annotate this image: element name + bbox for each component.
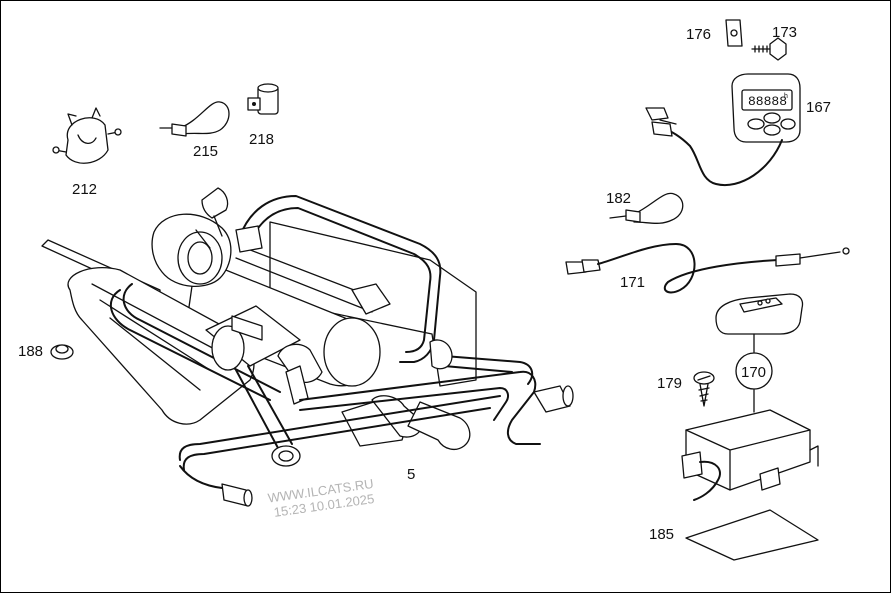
label-215: 215	[193, 143, 218, 160]
label-185: 185	[649, 526, 674, 543]
part-control-unit	[681, 409, 819, 501]
label-218: 218	[249, 131, 274, 148]
label-171: 171	[620, 274, 645, 291]
part-173-screw	[751, 37, 787, 61]
part-176-clip	[725, 19, 743, 47]
part-179-screw	[693, 371, 715, 407]
label-173: 173	[772, 24, 797, 41]
label-179: 179	[657, 375, 682, 392]
part-185-pad	[685, 509, 819, 561]
part-188-grommet	[50, 344, 74, 360]
part-167-display: 88888 h	[645, 73, 801, 187]
label-212: 212	[72, 181, 97, 198]
part-182-cable-tie	[609, 192, 684, 224]
label-167: 167	[806, 99, 831, 116]
watermark: WWW.ILCATS.RU 15:23 10.01.2025	[267, 476, 375, 520]
part-5-heater-assembly	[41, 187, 574, 507]
part-170-remote	[715, 293, 804, 413]
label-188: 188	[18, 343, 43, 360]
label-5: 5	[407, 466, 415, 483]
part-218-connector	[247, 83, 279, 115]
label-176: 176	[686, 26, 711, 43]
display-unit: h	[784, 93, 788, 100]
part-215-cable-tie	[159, 101, 230, 137]
label-182: 182	[606, 190, 631, 207]
part-212-clamp	[52, 107, 122, 164]
label-170: 170	[741, 364, 766, 381]
part-171-cable	[565, 243, 850, 294]
display-readout: 88888	[748, 94, 787, 109]
callout-170-circle	[735, 352, 773, 390]
